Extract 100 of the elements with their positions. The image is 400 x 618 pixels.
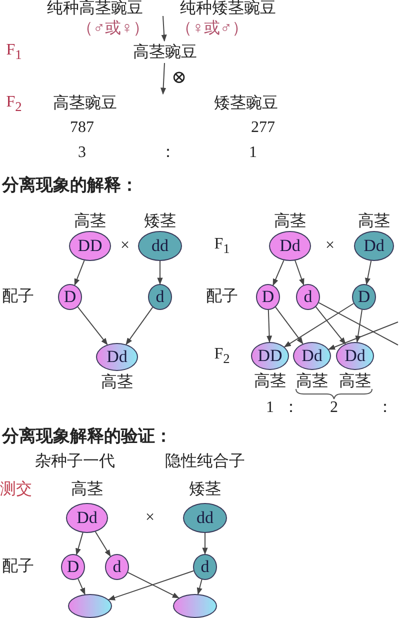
genotype-label: Dd <box>344 346 366 366</box>
phenotype-label: 高茎 <box>101 374 133 392</box>
phenotype-label: 高茎 <box>254 373 286 391</box>
phenotype-label: 高茎 <box>296 373 328 391</box>
cross-sign: × <box>120 237 130 255</box>
genotype-label: Dd <box>280 236 300 256</box>
parent-label: 纯种高茎豌豆 <box>47 0 143 18</box>
arrow <box>161 16 167 42</box>
generation-label: F$_{1}$ <box>214 236 230 256</box>
genotype-label: DD <box>78 236 102 256</box>
phenotype-label: 高茎 <box>358 213 390 231</box>
ratio-value: 1 <box>266 399 274 417</box>
arrow <box>76 532 84 556</box>
phenotype-label: 矮茎豌豆 <box>214 95 278 113</box>
genotype-ellipse <box>269 231 311 261</box>
section-heading: 分离现象解释的验证： <box>2 428 172 446</box>
phenotype-label: 高茎 <box>74 213 106 231</box>
section-heading: 分离现象的解释： <box>2 176 138 196</box>
arrow <box>157 260 163 285</box>
arrow <box>126 306 154 345</box>
genotype-label: Dd <box>106 347 128 367</box>
arrow <box>355 309 362 343</box>
genotype-ellipse <box>352 284 376 310</box>
phenotype-label: 高茎 <box>71 481 103 499</box>
row-label: 配子 <box>2 558 34 576</box>
arrow <box>284 303 354 348</box>
parent-label: 纯种矮茎豌豆 <box>180 0 276 18</box>
genotype-ellipse <box>183 503 227 533</box>
arrow <box>272 260 284 286</box>
genotype-label: dd <box>152 236 168 256</box>
ratio-value: 3 <box>78 144 86 162</box>
ratio-colon: ： <box>283 399 299 417</box>
ratio-value: 1 <box>249 144 257 162</box>
arrow <box>275 306 304 344</box>
ratio-colon: ： <box>377 399 393 417</box>
genotype-label: D <box>64 287 76 307</box>
edge-label: ⊗ <box>171 68 187 88</box>
column-heading: 隐性纯合子 <box>165 453 245 471</box>
genotype-ellipse <box>66 503 108 533</box>
phenotype-label: 高茎 <box>339 373 371 391</box>
genotype-ellipse <box>354 231 394 261</box>
genotype-label: d <box>156 287 164 307</box>
genotype-label: dd <box>196 508 214 528</box>
arrow <box>315 306 346 344</box>
column-heading: 杂种子一代 <box>35 453 115 471</box>
arrow <box>160 62 166 95</box>
arrow <box>196 579 202 595</box>
genotype-label: D <box>66 557 80 577</box>
ratio-colon: ： <box>160 144 176 162</box>
sex-label: （♀或♂） <box>176 20 248 38</box>
genotype-ellipse <box>105 554 129 580</box>
row-label: 配子 <box>206 288 238 306</box>
genotype-label: d <box>200 557 210 577</box>
phenotype-label: 高茎 <box>274 213 306 231</box>
genotype-label: D <box>262 287 274 307</box>
arrow <box>328 322 398 350</box>
genotype-ellipse <box>251 342 289 370</box>
arrow <box>127 572 180 598</box>
row-label: 测交 <box>0 481 32 499</box>
cross-sign: × <box>145 509 155 527</box>
count-value: 277 <box>251 119 275 137</box>
genotype-ellipse <box>96 343 138 371</box>
genotype-label: d <box>112 557 122 577</box>
genotype-label: DD <box>258 346 282 366</box>
phenotype-label: 矮茎 <box>189 481 221 499</box>
phenotype-label: 矮茎 <box>144 213 176 231</box>
genotype-ellipse <box>69 231 111 261</box>
genotype-label: Dd <box>302 346 322 366</box>
genotype-label: Dd <box>364 236 384 256</box>
genotype-ellipse <box>296 284 320 310</box>
sex-label: （♂或♀） <box>77 20 149 38</box>
arrow <box>202 532 208 555</box>
genotype-ellipse <box>58 284 82 310</box>
generation-label: F$_{2}$ <box>214 346 230 366</box>
arrow <box>94 531 111 557</box>
arrow <box>266 310 272 343</box>
arrow <box>108 570 194 600</box>
genotype-label: d <box>304 287 312 307</box>
arrow <box>77 306 108 346</box>
genotype-ellipse <box>193 554 217 580</box>
arrow <box>78 578 86 595</box>
genotype-ellipse <box>68 594 112 618</box>
arrow <box>74 260 85 286</box>
arrow <box>364 260 372 285</box>
phenotype-label: 高茎豌豆 <box>123 42 207 62</box>
genotype-ellipse <box>148 284 172 310</box>
generation-label: F$_{2}$ <box>6 94 22 114</box>
genotype-ellipse <box>173 594 217 618</box>
genotype-ellipse <box>293 342 331 370</box>
generation-label: F$_{1}$ <box>6 42 22 62</box>
genotype-ellipse <box>336 342 374 370</box>
count-value: 787 <box>70 119 94 137</box>
arrow <box>294 260 304 286</box>
row-label: 配子 <box>2 288 34 306</box>
phenotype-label: 高茎豌豆 <box>53 95 117 113</box>
genotype-label: Dd <box>76 508 98 528</box>
genotype-ellipse <box>138 231 182 261</box>
cross-sign: × <box>325 237 335 255</box>
ratio-value: 2 <box>330 399 338 417</box>
genotype-ellipse <box>61 554 85 580</box>
